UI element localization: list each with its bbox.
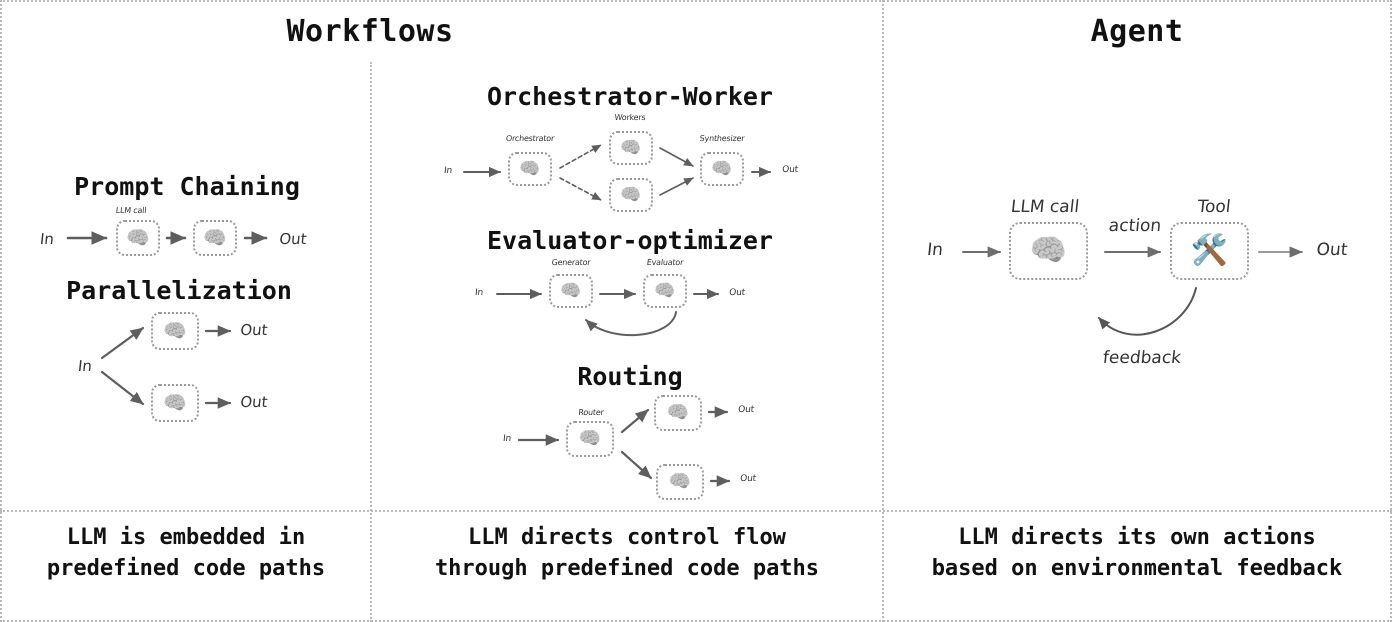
divider-workflows-agent	[882, 0, 884, 622]
frame-bottom-border	[0, 620, 1392, 622]
arrow-eo-feedback-loop	[585, 311, 677, 337]
frame-top-border	[0, 0, 1392, 2]
routing-out-label-bottom: Out	[739, 474, 757, 484]
parallelization-node-top[interactable]: 🧠	[151, 312, 199, 350]
divider-captions-row	[0, 510, 1392, 512]
brain-icon: 🧠	[519, 158, 541, 179]
arrow-ow-worker-bottom-to-synthesizer	[659, 177, 694, 196]
router-node[interactable]: 🧠	[566, 421, 614, 457]
agent-tool-label: Tool	[1196, 197, 1232, 217]
frame-right-border	[1390, 0, 1392, 622]
evaluator-label: Evaluator	[646, 258, 684, 267]
arrow-ow-orchestrator-to-worker-top	[559, 144, 602, 169]
arrow-agent-feedback-loop	[1098, 287, 1197, 336]
brain-icon: 🧠	[654, 280, 676, 301]
evaluator-node[interactable]: 🧠	[643, 274, 687, 308]
agent-action-label: action	[1107, 216, 1163, 236]
brain-icon: 🧠	[560, 280, 582, 301]
agent-llm-call-label: LLM call	[1009, 197, 1081, 217]
caption-agent: LLM directs its own actions based on env…	[931, 525, 1343, 582]
brain-icon: 🧠	[203, 226, 227, 249]
synthesizer-node[interactable]: 🧠	[700, 152, 744, 186]
worker-node-bottom[interactable]: 🧠	[609, 178, 653, 212]
agent-in-label: In	[926, 240, 944, 260]
orchestrator-node[interactable]: 🧠	[508, 152, 552, 186]
routing-node-top[interactable]: 🧠	[654, 395, 702, 431]
brain-icon: 🧠	[620, 184, 642, 205]
brain-icon: 🧠	[668, 471, 692, 492]
orchestrator-worker-in-label: In	[443, 166, 453, 176]
caption-workflows-middle: LLM directs control flow through predefi…	[434, 525, 820, 582]
brain-icon: 🧠	[1029, 233, 1068, 268]
prompt-chaining-in-label: In	[39, 230, 55, 248]
parallelization-in-label: In	[77, 357, 93, 375]
brain-icon: 🧠	[163, 319, 187, 342]
arrow-rt-router-to-top	[620, 408, 650, 434]
parallelization-out-label-bottom: Out	[239, 393, 269, 411]
pattern-title-parallelization: Parallelization	[66, 276, 292, 305]
prompt-chaining-llm-call-label: LLM call	[115, 206, 147, 215]
arrow-ow-worker-top-to-synthesizer	[659, 147, 694, 167]
agent-feedback-label: feedback	[1101, 348, 1183, 368]
brain-icon: 🧠	[711, 158, 733, 179]
generator-node[interactable]: 🧠	[549, 274, 593, 308]
pattern-title-prompt-chaining: Prompt Chaining	[74, 172, 300, 201]
generator-label: Generator	[551, 258, 591, 267]
tool-icon: 🛠️	[1190, 233, 1229, 268]
divider-workflows-columns	[370, 62, 372, 622]
orchestrator-label: Orchestrator	[505, 134, 555, 143]
pattern-title-orchestrator-worker: Orchestrator-Worker	[487, 82, 773, 111]
prompt-chaining-node-1[interactable]: 🧠	[116, 220, 160, 256]
brain-icon: 🧠	[126, 226, 150, 249]
arrow-ow-orchestrator-to-worker-bottom	[559, 177, 602, 201]
panel-title-agent: Agent	[1090, 14, 1184, 49]
prompt-chaining-out-label: Out	[278, 230, 308, 248]
agent-llm-call-node[interactable]: 🧠	[1009, 222, 1088, 280]
evaluator-optimizer-out-label: Out	[728, 288, 746, 298]
parallelization-node-bottom[interactable]: 🧠	[151, 384, 199, 422]
arrow-rt-router-to-bottom	[620, 450, 653, 480]
worker-node-top[interactable]: 🧠	[609, 131, 653, 165]
brain-icon: 🧠	[163, 391, 187, 414]
brain-icon: 🧠	[578, 428, 602, 449]
orchestrator-worker-out-label: Out	[781, 165, 799, 175]
frame-left-border	[0, 0, 2, 622]
evaluator-optimizer-in-label: In	[474, 288, 484, 298]
prompt-chaining-node-2[interactable]: 🧠	[193, 220, 237, 256]
agent-out-label: Out	[1315, 240, 1349, 260]
brain-icon: 🧠	[666, 402, 690, 423]
arrow-par-in-to-bottom	[100, 370, 145, 406]
parallelization-out-label-top: Out	[239, 321, 269, 339]
synthesizer-label: Synthesizer	[699, 134, 745, 143]
agent-tool-node[interactable]: 🛠️	[1170, 222, 1249, 280]
routing-in-label: In	[502, 434, 512, 444]
brain-icon: 🧠	[620, 137, 642, 158]
workers-label: Workers	[614, 113, 646, 122]
pattern-title-evaluator-optimizer: Evaluator-optimizer	[487, 226, 773, 255]
pattern-title-routing: Routing	[577, 362, 683, 391]
router-label: Router	[577, 408, 605, 417]
routing-node-bottom[interactable]: 🧠	[656, 464, 704, 500]
panel-title-workflows: Workflows	[286, 14, 454, 49]
caption-workflows-left: LLM is embedded in predefined code paths	[46, 525, 326, 582]
arrow-par-in-to-top	[100, 326, 145, 360]
routing-out-label-top: Out	[737, 405, 755, 415]
